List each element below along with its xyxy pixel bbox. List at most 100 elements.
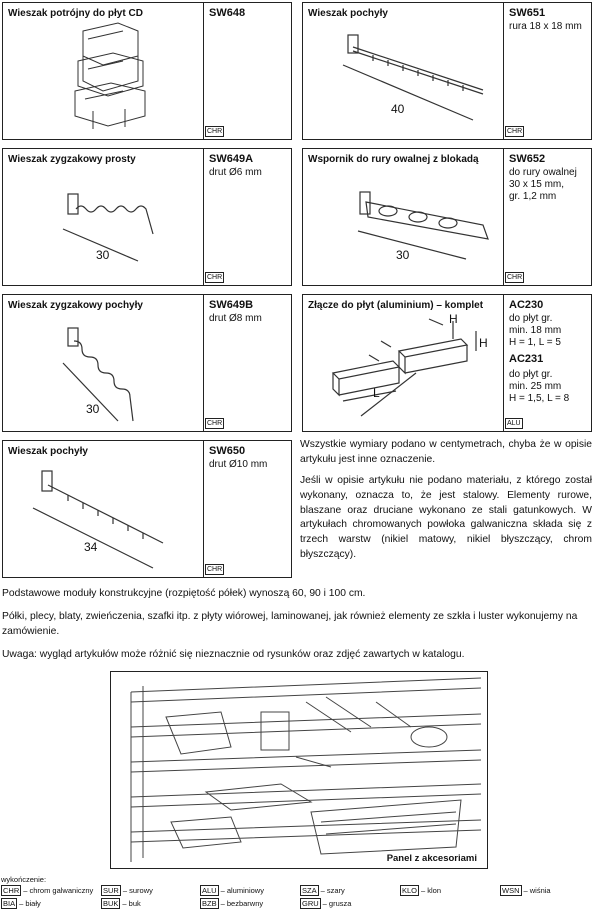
product-spec: min. 18 mm	[509, 325, 562, 336]
legend-label: – chrom galwaniczny	[23, 886, 94, 895]
product-title: Wieszak pochyły	[8, 446, 88, 457]
legend-code: BZB	[200, 898, 219, 909]
legend-item-alu: ALU– aluminiowy	[200, 885, 264, 896]
sloped-wire-hanger-figure: 34	[32, 470, 164, 569]
legend-label: – bezbarwny	[220, 899, 264, 908]
code-column: SW649B drut Ø8 mm CHR	[203, 295, 292, 431]
dimension-label: 30	[96, 248, 110, 262]
product-spec: drut Ø6 mm	[209, 167, 262, 178]
product-card-sw648: Wieszak potrójny do płyt CD SW648 CHR	[2, 2, 292, 140]
legend-code: WSN	[500, 885, 522, 896]
product-spec: do płyt gr.	[509, 369, 553, 380]
finish-badge: CHR	[205, 418, 225, 429]
legend-item-sza: SZA– szary	[300, 885, 345, 896]
legend-code: BUK	[101, 898, 121, 909]
zigzag-hanger-figure: 30	[62, 193, 154, 262]
legend-item-bia: BIA– biały	[1, 898, 41, 909]
legend-item-gru: GRU– grusza	[300, 898, 352, 909]
cd-rack-figure	[74, 22, 146, 129]
code-column: SW649A drut Ø6 mm CHR	[203, 149, 292, 285]
legend-label: – aluminiowy	[220, 886, 264, 895]
legend-item-bzb: BZB– bezbarwny	[200, 898, 264, 909]
product-spec: 30 x 15 mm,	[509, 179, 565, 190]
product-card-sw651: Wieszak pochyły 40 SW651 rura 18 x 18 mm…	[302, 2, 592, 140]
product-spec: rura 18 x 18 mm	[509, 21, 582, 32]
dimension-l-label: L	[373, 386, 380, 400]
product-title: Wspornik do rury owalnej z blokadą	[308, 154, 479, 165]
panel-caption: Panel z akcesoriami	[386, 853, 477, 864]
legend-label: – biały	[19, 899, 41, 908]
materials-note: Jeśli w opisie artykułu nie podano mater…	[300, 475, 592, 560]
product-spec: do rury owalnej	[509, 167, 577, 178]
legend-code: SZA	[300, 885, 319, 896]
product-spec: do płyt gr.	[509, 313, 553, 324]
dimension-h2-label: H	[479, 336, 488, 350]
sloped-zigzag-hanger-figure: 30	[62, 327, 134, 422]
finish-badge: CHR	[205, 272, 225, 283]
legend-code: SUR	[101, 885, 121, 896]
code-column: SW651 rura 18 x 18 mm CHR	[503, 3, 592, 139]
legend-item-klo: KLO– klon	[400, 885, 442, 896]
product-card-sw652: Wspornik do rury owalnej z blokadą 30 SW…	[302, 148, 592, 286]
dimension-h-label: H	[449, 312, 458, 326]
accessory-panel-figure: Panel z akcesoriami	[110, 671, 488, 869]
disclaimer-note: Uwaga: wygląd artykułów może różnić się …	[2, 649, 465, 660]
product-spec: H = 1, L = 5	[509, 337, 561, 348]
legend-code: CHR	[1, 885, 22, 896]
product-code: SW648	[209, 7, 246, 19]
product-title: Wieszak zygzakowy pochyły	[8, 300, 143, 311]
legend-label: – szary	[320, 886, 345, 895]
product-title: Złącze do płyt (aluminium) – komplet	[308, 300, 484, 311]
code-column: SW652 do rury owalnej 30 x 15 mm, gr. 1,…	[503, 149, 592, 285]
modules-note: Podstawowe moduły konstrukcyjne (rozpięt…	[2, 588, 366, 599]
finish-legend-title: wykończenie:	[1, 875, 47, 884]
product-code: AC230	[509, 299, 544, 311]
dimension-label: 40	[391, 102, 405, 116]
product-spec: H = 1,5, L = 8	[509, 393, 570, 404]
product-code: SW650	[209, 445, 246, 457]
product-code: SW649A	[209, 153, 254, 165]
code-column: SW650 drut Ø10 mm CHR	[203, 441, 292, 577]
custom-order-note: Półki, plecy, blaty, zwieńczenia, szafki…	[2, 611, 578, 637]
legend-item-sur: SUR– surowy	[101, 885, 153, 896]
product-card-ac230: Złącze do płyt (aluminium) – komplet H H…	[302, 294, 592, 432]
product-code: SW652	[509, 153, 546, 165]
product-title: Wieszak pochyły	[308, 8, 388, 19]
product-card-sw649b: Wieszak zygzakowy pochyły 30 SW649B drut…	[2, 294, 292, 432]
legend-label: – buk	[122, 899, 141, 908]
legend-label: – wiśnia	[523, 886, 551, 895]
legend-item-buk: BUK– buk	[101, 898, 141, 909]
code-column: AC230 do płyt gr. min. 18 mm H = 1, L = …	[503, 295, 592, 431]
product-card-sw650: Wieszak pochyły 34 SW650 drut Ø10 mm CHR	[2, 440, 292, 578]
product-title: Wieszak zygzakowy prosty	[8, 154, 136, 165]
product-spec: drut Ø8 mm	[209, 313, 262, 324]
legend-label: – grusza	[322, 899, 352, 908]
dimension-label: 34	[84, 540, 98, 554]
legend-item-wsn: WSN– wiśnia	[500, 885, 551, 896]
code-column: SW648 CHR	[203, 3, 292, 139]
legend-label: – klon	[421, 886, 442, 895]
legend-code: ALU	[200, 885, 219, 896]
product-spec: gr. 1,2 mm	[509, 191, 557, 202]
sloped-hanger-figure: 40	[342, 34, 484, 121]
finish-badge: CHR	[205, 564, 225, 575]
product-title: Wieszak potrójny do płyt CD	[8, 8, 143, 19]
dimension-label: 30	[86, 402, 100, 416]
dimension-label: 30	[396, 248, 410, 262]
legend-code: KLO	[400, 885, 420, 896]
slatwall-illustration	[130, 677, 482, 862]
finish-badge: CHR	[205, 126, 225, 137]
legend-label: – surowy	[122, 886, 153, 895]
product-spec: drut Ø10 mm	[209, 459, 268, 470]
product-code: SW651	[509, 7, 546, 19]
panel-connector-figure: H H L	[331, 312, 488, 417]
dimensions-note: Wszystkie wymiary podano w centymetrach,…	[300, 439, 592, 465]
oval-tube-bracket-figure: 30	[357, 191, 489, 262]
product-card-sw649a: Wieszak zygzakowy prosty 30 SW649A drut …	[2, 148, 292, 286]
finish-badge: CHR	[505, 272, 525, 283]
legend-code: BIA	[1, 898, 18, 909]
product-code-2: AC231	[509, 353, 544, 365]
product-spec: min. 25 mm	[509, 381, 562, 392]
finish-badge: ALU	[505, 418, 523, 429]
finish-badge: CHR	[505, 126, 525, 137]
